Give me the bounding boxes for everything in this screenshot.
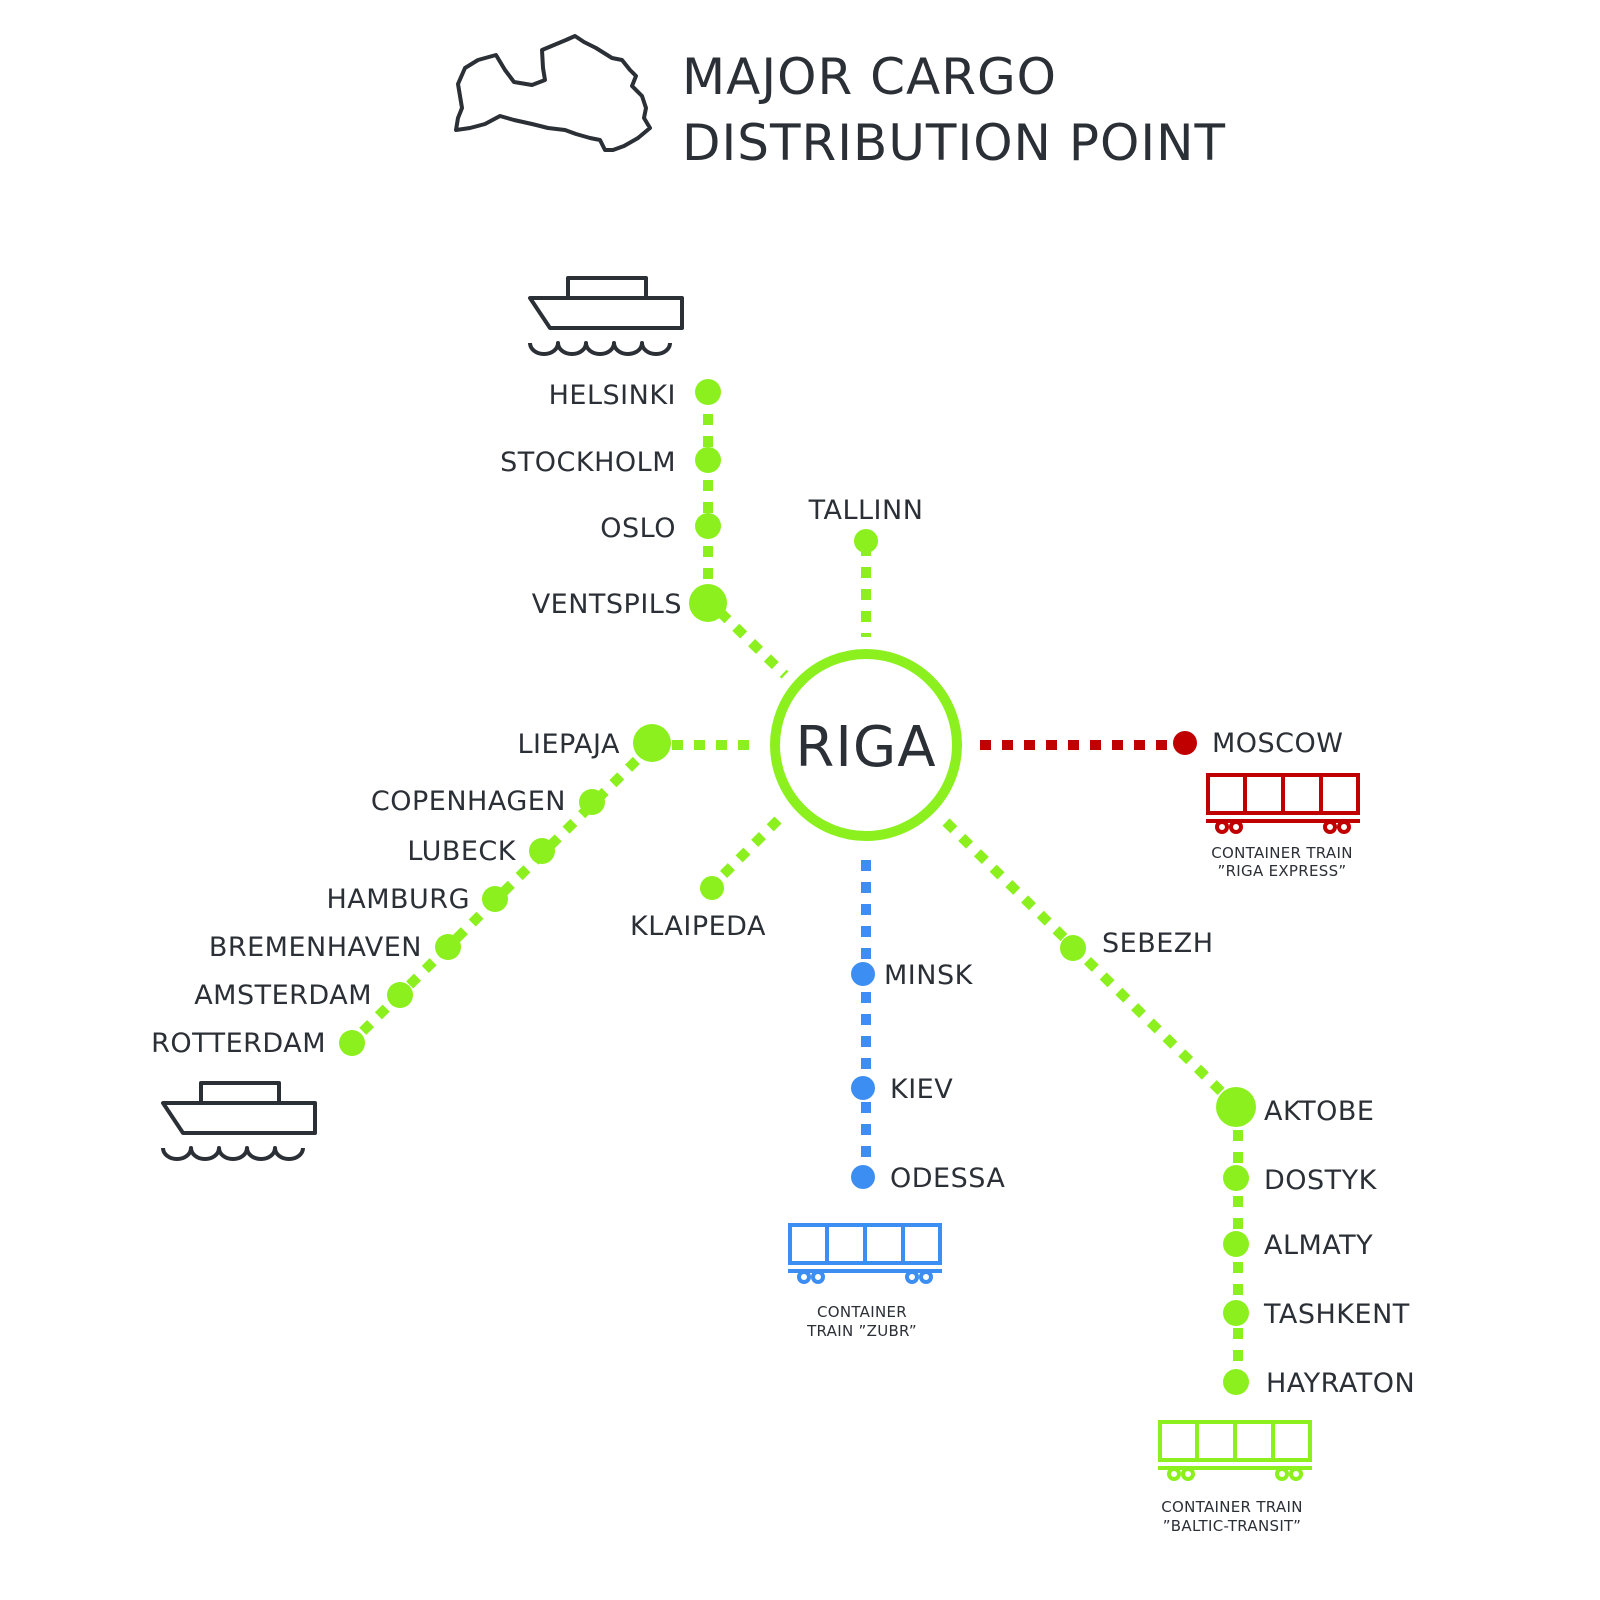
hub-label: RIGA bbox=[795, 715, 936, 780]
node-klaipeda bbox=[700, 876, 724, 900]
city-label-helsinki: HELSINKI bbox=[549, 380, 676, 411]
node-minsk bbox=[851, 962, 875, 986]
city-label-sebezh: SEBEZH bbox=[1102, 928, 1214, 959]
caption-zubr-line1: CONTAINER bbox=[817, 1303, 907, 1321]
route-lines bbox=[348, 392, 1243, 1383]
caption-riga-express-line1: CONTAINER TRAIN bbox=[1211, 844, 1352, 862]
city-label-copenhagen: COPENHAGEN bbox=[371, 786, 566, 817]
riga-hub-ring bbox=[770, 649, 962, 841]
caption-baltic-transit-line1: CONTAINER TRAIN bbox=[1161, 1498, 1302, 1516]
city-label-tashkent: TASHKENT bbox=[1263, 1299, 1410, 1330]
node-bremenhaven bbox=[435, 934, 461, 960]
title-line-1: MAJOR CARGO bbox=[682, 48, 1057, 106]
city-label-hamburg: HAMBURG bbox=[326, 884, 470, 915]
route-line-ventspils bbox=[716, 608, 789, 679]
node-rotterdam bbox=[339, 1030, 365, 1056]
train-wagon-icon bbox=[1204, 773, 1362, 834]
node-kiev bbox=[851, 1076, 875, 1100]
node-stockholm bbox=[695, 447, 721, 473]
city-label-minsk: MINSK bbox=[884, 960, 974, 991]
node-tallinn bbox=[854, 529, 878, 553]
train-wagon-icon bbox=[786, 1223, 944, 1284]
node-moscow bbox=[1173, 731, 1197, 755]
city-label-odessa: ODESSA bbox=[890, 1163, 1005, 1194]
caption-baltic-transit-line2: ”BALTIC-TRANSIT” bbox=[1163, 1517, 1302, 1535]
node-hamburg bbox=[482, 886, 508, 912]
node-sebezh bbox=[1060, 935, 1086, 961]
city-label-stockholm: STOCKHOLM bbox=[500, 447, 676, 478]
city-label-rotterdam: ROTTERDAM bbox=[151, 1028, 326, 1059]
city-label-almaty: ALMATY bbox=[1264, 1230, 1373, 1261]
cargo-ship-icon bbox=[528, 276, 684, 356]
city-label-hayraton: HAYRATON bbox=[1266, 1368, 1415, 1399]
node-odessa bbox=[851, 1165, 875, 1189]
title-line-2: DISTRIBUTION POINT bbox=[682, 114, 1226, 172]
route-line-klaipeda bbox=[708, 816, 782, 890]
node-hayraton bbox=[1223, 1369, 1249, 1395]
node-helsinki bbox=[695, 379, 721, 405]
node-aktobe bbox=[1216, 1087, 1256, 1127]
node-copenhagen bbox=[579, 789, 605, 815]
route-line-southeast bbox=[942, 818, 1242, 1112]
node-lubeck bbox=[529, 838, 555, 864]
city-label-aktobe: AKTOBE bbox=[1264, 1096, 1374, 1127]
city-label-dostyk: DOSTYK bbox=[1264, 1165, 1378, 1196]
city-label-moscow: MOSCOW bbox=[1212, 728, 1344, 759]
city-label-ventspils: VENTSPILS bbox=[532, 589, 682, 620]
city-label-tallinn: TALLINN bbox=[808, 495, 924, 526]
city-label-oslo: OSLO bbox=[600, 513, 676, 544]
train-wagon-icon bbox=[1156, 1420, 1314, 1481]
city-label-lubeck: LUBECK bbox=[407, 836, 516, 867]
city-label-klaipeda: KLAIPEDA bbox=[630, 911, 766, 942]
node-oslo bbox=[695, 513, 721, 539]
caption-riga-express-line2: ”RIGA EXPRESS” bbox=[1218, 862, 1347, 880]
node-amsterdam bbox=[387, 982, 413, 1008]
route-nodes bbox=[339, 379, 1256, 1395]
cargo-ship-icon bbox=[161, 1081, 317, 1161]
node-dostyk bbox=[1223, 1165, 1249, 1191]
node-almaty bbox=[1223, 1231, 1249, 1257]
caption-zubr-line2: TRAIN ”ZUBR” bbox=[806, 1322, 917, 1340]
node-ventspils bbox=[689, 584, 727, 622]
city-label-bremenhaven: BREMENHAVEN bbox=[209, 932, 422, 963]
latvia-outline-icon bbox=[454, 34, 652, 152]
city-label-amsterdam: AMSTERDAM bbox=[194, 980, 372, 1011]
node-liepaja bbox=[633, 724, 671, 762]
city-label-kiev: KIEV bbox=[890, 1074, 953, 1105]
city-label-liepaja: LIEPAJA bbox=[517, 729, 620, 760]
node-tashkent bbox=[1223, 1300, 1249, 1326]
